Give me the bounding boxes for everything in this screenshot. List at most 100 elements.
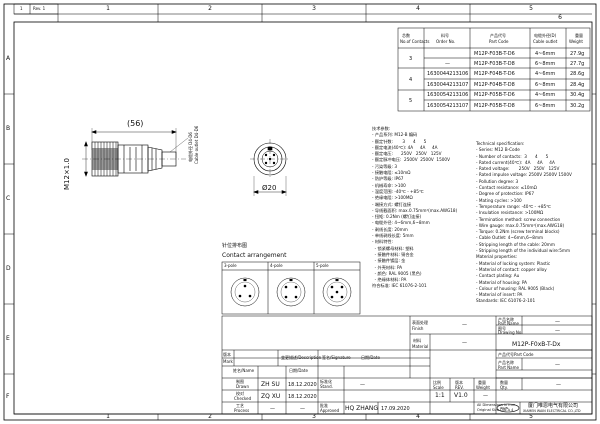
row-cable: 6~8mm [535, 82, 556, 88]
spec-line: - Material of contact: copper alloy [476, 266, 547, 272]
part-name-val: — [555, 319, 560, 325]
spec-line: - 扭矩: 0.2Nm (螺钉连接) [372, 214, 422, 220]
person-name: — [270, 406, 275, 412]
rev-hdr: 变更描述/Description [281, 355, 322, 360]
part-name2-val: — [555, 362, 560, 368]
spec-line: - 产品系列: M12-B 编码 [372, 132, 418, 138]
qty-en: Qty. [500, 385, 508, 390]
row-part: M12P-F03B-T-D6 [474, 51, 515, 57]
row-order: — [445, 61, 450, 67]
row-letter: E [6, 335, 10, 342]
rev-hdr: 日期/Date [361, 355, 380, 360]
role-cn: 制图 [236, 379, 244, 384]
weight-cn: 重量 [478, 380, 486, 385]
part-code-en: Part Code [514, 352, 534, 357]
dim-diameter: Ø20 [262, 184, 277, 192]
row-order: 1630044213106 [427, 71, 469, 77]
hdr-order-en: Order No. [436, 39, 456, 44]
part-code-cn: 产品代号 [498, 352, 514, 357]
spec-line: - 温度范围: -40℃ - +85℃ [372, 188, 424, 194]
col-number: 3 [312, 5, 316, 12]
drawing-no-val: — [555, 328, 560, 334]
spec-line: - 污染等级: 3 [372, 163, 397, 169]
spec-line: - 绝缘电阻: >100MΩ [372, 195, 413, 201]
col-number: 5 [529, 5, 533, 12]
connector-side-view [82, 128, 189, 177]
cable-note-cn: 电缆外径 D4-D6 [188, 132, 193, 162]
logo-text: WAIN [500, 406, 508, 410]
role-cn: 校对 [236, 391, 244, 396]
spec-list-en: Technical specification:- Series: M12 B-… [476, 141, 591, 305]
col-number: 3 [312, 413, 316, 420]
contact-pins [238, 279, 344, 299]
spec-line: - Insulation resistance: >100MΩ [476, 210, 544, 216]
arrangement-label: 4-pole [270, 263, 283, 268]
row-letter: C [6, 195, 11, 202]
row-letter: F [6, 393, 10, 400]
row-weight: 30.2g [570, 103, 585, 109]
rev-hdr: 签名/Signature [322, 355, 351, 360]
person-name: ZH SU [261, 381, 280, 388]
arrangement-title-en: Contact arrangement [222, 252, 287, 259]
spec-line: Standards: IEC 61076-2-101 [476, 298, 536, 304]
finish-cn: 表面处理 [412, 320, 428, 325]
hdr-contacts-en: No.of Contacts [400, 39, 430, 44]
row-contacts: 3 [409, 56, 413, 62]
row-cable: 4~6mm [535, 92, 556, 98]
role-en: Checked [234, 396, 252, 401]
approved-date: 17.09.2020 [381, 406, 410, 412]
part-name2-cn: 产品名称 [498, 360, 514, 365]
spec-line: - 材料特性: [372, 239, 394, 245]
approved-cn: 批准 [320, 403, 328, 408]
dim-length: (56) [127, 119, 144, 128]
spec-line: - 剥线长度: 20mm [372, 226, 408, 232]
rev-hdr: 版本 [223, 352, 231, 357]
std-cn: 标准化 [320, 379, 332, 384]
row-order: 1630054213106 [427, 92, 469, 98]
row-weight: 27.7g [570, 61, 585, 67]
qty-cn: 数量 [500, 380, 508, 385]
row-part: M12P-F05B-T-D8 [474, 103, 515, 109]
role-en: Drawn [236, 384, 249, 389]
spec-line: - Material of insert: PA [476, 292, 523, 298]
col-number: 2 [208, 413, 212, 420]
spec-line: - Number of contacts: 3 4 5 [476, 153, 549, 159]
person-date: 18.12.2020 [288, 382, 317, 388]
col-number: 6 [558, 14, 562, 21]
spec-line: - 接触件材料: 铜合金 [372, 251, 414, 257]
col-number: 1 [106, 5, 110, 12]
spec-line: - 单线剥线长度: 5mm [372, 233, 414, 239]
col-number: 5 [529, 413, 533, 420]
spec-line: - 防护等级: IP67 [372, 176, 404, 182]
spec-line: - Material of housing: PA [476, 279, 527, 285]
spec-line: - Contact plating: Au [476, 273, 520, 279]
hdr-order-cn: 料号 [441, 33, 449, 38]
hdr-part-en: Part Code [489, 39, 509, 44]
part-name2-en: Part Name [498, 365, 519, 370]
part-name-en: Part Name [498, 321, 519, 326]
person-date: 18.12.2020 [288, 394, 317, 400]
spec-line: - Wire gauge: max.0.75mm²(max.AWG18) [476, 222, 565, 228]
spec-list-cn: 技术参数:- 产品系列: M12-B 编码- 额定针数: 3 4 5- 额定电流… [372, 126, 472, 290]
spec-line: - Mating cycles: >100 [476, 197, 522, 203]
spec-line: - Rated voltage: 250V 250V 125V [476, 166, 560, 172]
spec-line: - Colour of housing: RAL 9005 (Black) [476, 285, 555, 291]
spec-line: - Temperature range: -40℃ - +85℃ [476, 203, 551, 209]
title-block-grid [221, 315, 593, 415]
tag-sub: Rev. 1 [33, 6, 46, 11]
tag-top: 1 [20, 6, 23, 11]
row-contacts: 4 [409, 77, 413, 83]
hdr-weight-cn: 重量 [575, 33, 583, 38]
spec-line: - Series: M12 B-Code [476, 147, 520, 153]
row-cable: 6~8mm [535, 103, 556, 109]
row-weight: 27.9g [570, 51, 585, 57]
hdr-cable-en: Cable outlet [533, 39, 558, 44]
row-part: M12P-F04B-T-D8 [474, 82, 515, 88]
row-part: M12P-F03B-T-D8 [474, 61, 515, 67]
dim-note-1: All Dimensions in mm [477, 403, 516, 407]
spec-line: 技术参数: [372, 126, 391, 131]
qty-val: — [556, 382, 561, 388]
spec-line: - 外壳材料: PA [372, 264, 403, 270]
company-logo [496, 403, 520, 413]
